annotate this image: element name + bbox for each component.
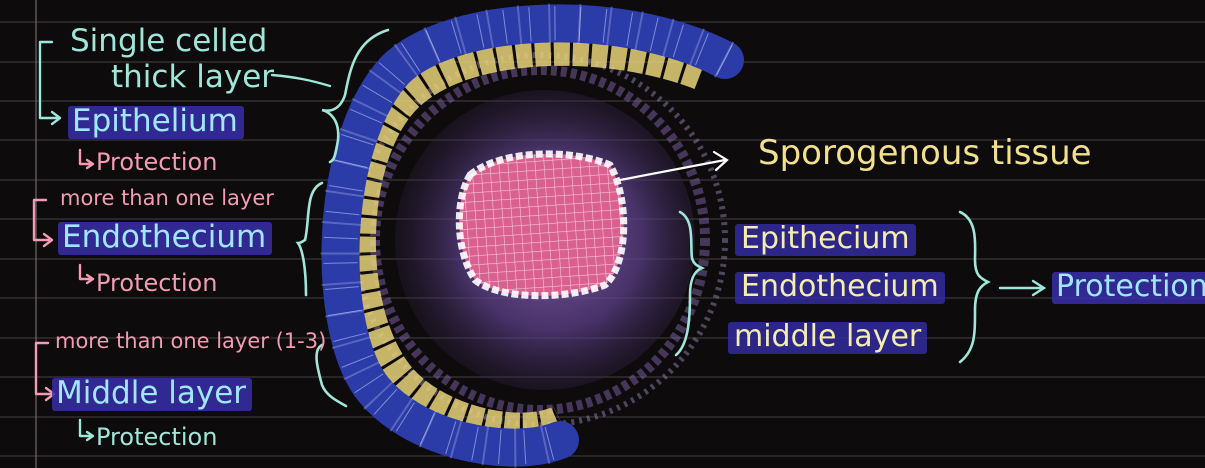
epithelium-label: Epithelium xyxy=(68,106,244,139)
sporogenous-tissue xyxy=(459,154,623,296)
list-item-epithecium: Epithecium xyxy=(735,224,916,256)
protection-label: Protection xyxy=(1052,272,1205,304)
endothecium-function: Protection xyxy=(96,271,217,295)
middle-layer-label: Middle layer xyxy=(52,378,252,411)
epithelium-note-line-1: Single celled xyxy=(70,26,267,57)
protection-arrow xyxy=(1000,281,1044,295)
endothecium-note: more than one layer xyxy=(60,188,274,209)
middle-layer-function: Protection xyxy=(96,425,217,449)
middle-layer-note: more than one layer (1-3) xyxy=(55,331,326,352)
endothecium-label: Endothecium xyxy=(58,222,272,255)
sporogenous-label: Sporogenous tissue xyxy=(758,136,1092,170)
epithelium-function: Protection xyxy=(96,150,217,174)
epithelium-note-line-2: thick layer xyxy=(111,62,274,93)
list-item-endothecium: Endothecium xyxy=(735,272,945,304)
list-item-middle-layer: middle layer xyxy=(728,322,927,354)
